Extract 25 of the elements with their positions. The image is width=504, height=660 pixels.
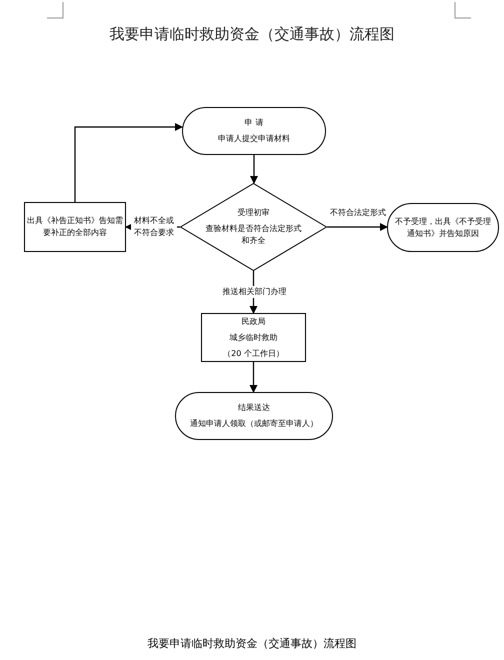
terminal-shape [182,107,326,155]
title: 我要申请临时救助资金（交通事故）流程图 [108,25,396,44]
node-text: 不予受理，出具《不予受理通知书》并告知原因 [394,216,492,240]
process-box [24,202,126,252]
node-text: 结果送达 [238,402,270,414]
arrow [74,123,183,202]
decision-diamond [180,183,327,271]
arrow [250,362,258,393]
caption: 我要申请临时救助资金（交通事故）流程图 [146,636,358,651]
node-text: 民政局 [242,316,266,328]
node-text: 查验材料是否符合法定形式和齐全 [204,223,302,247]
node-text: 受理初审 [238,207,270,219]
edge-label: 不符合法定形式 [329,207,387,219]
node-text: 通知申请人领取（或邮寄至申请人） [190,418,318,430]
node-text: 城乡临时救助 [230,332,278,344]
terminal-shape [387,203,499,252]
node-text: 申 请 [244,117,264,129]
node-text: 出具《补告正知书》告知需要补正的全部内容 [27,215,123,239]
node-text: （20 个工作日） [223,348,284,360]
terminal-shape [175,392,333,440]
node-text: 申请人提交申请材料 [218,133,290,145]
process-box [201,313,306,362]
arrow [327,223,388,231]
arrow [250,155,258,184]
edge-label: 材料不全或不符合要求 [131,215,177,239]
